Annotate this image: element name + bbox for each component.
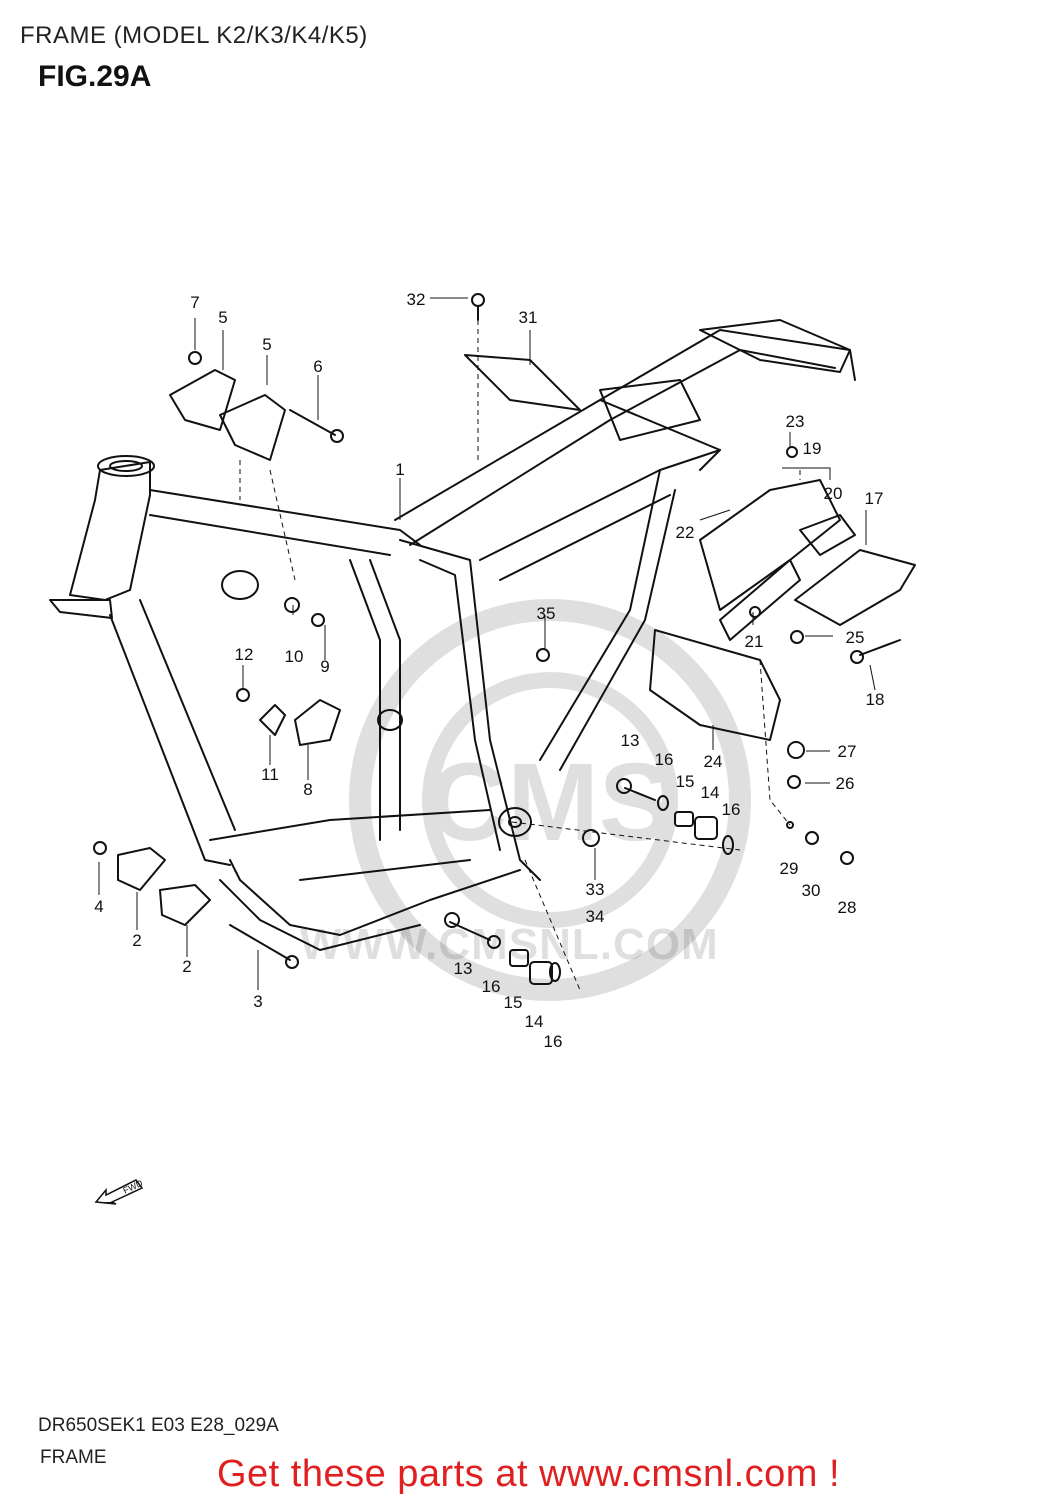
callout-label: 27 — [838, 742, 857, 761]
callout-label: 10 — [285, 647, 304, 666]
callout-label: 34 — [586, 907, 605, 926]
callout-label: 16 — [722, 800, 741, 819]
callout-label: 5 — [218, 308, 227, 327]
leader-lines — [239, 320, 801, 991]
callout-label: 4 — [94, 897, 103, 916]
callout-labels: 1 2 2 3 4 5 5 6 7 8 9 10 11 12 13 13 14 … — [94, 290, 884, 1051]
callout-label: 23 — [786, 412, 805, 431]
watermark-logo-text: CMS — [428, 741, 672, 864]
callout-label: 5 — [262, 335, 271, 354]
callout-label: 13 — [454, 959, 473, 978]
callout-label: 16 — [655, 750, 674, 769]
callout-label: 14 — [525, 1012, 544, 1031]
callout-label: 28 — [838, 898, 857, 917]
callout-label: 18 — [866, 690, 885, 709]
promo-link[interactable]: Get these parts at www.cmsnl.com ! — [216, 1453, 841, 1495]
callout-label: 22 — [676, 523, 695, 542]
callout-label: 19 — [803, 439, 822, 458]
callout-label: 26 — [836, 774, 855, 793]
callout-label: 1 — [395, 460, 404, 479]
callout-label: 7 — [190, 293, 199, 312]
callout-label: 20 — [824, 484, 843, 503]
watermark-url: WWW.CMSNL.COM — [300, 920, 719, 969]
callout-label: 2 — [182, 957, 191, 976]
callout-label: 14 — [701, 783, 720, 802]
callout-label: 25 — [846, 628, 865, 647]
callout-label: 2 — [132, 931, 141, 950]
callout-label: 15 — [504, 993, 523, 1012]
callout-label: 30 — [802, 881, 821, 900]
callout-label: 32 — [407, 290, 426, 309]
callout-label: 16 — [544, 1032, 563, 1051]
callout-label: 16 — [482, 977, 501, 996]
callout-label: 24 — [704, 752, 723, 771]
frame-drawing — [49, 293, 916, 985]
callout-label: 12 — [235, 645, 254, 664]
figure-label: FIG.29A — [38, 60, 152, 93]
callout-label: 11 — [261, 765, 279, 784]
callout-ticks — [98, 297, 876, 990]
callout-label: 21 — [745, 632, 764, 651]
section-name: FRAME — [40, 1447, 107, 1468]
fwd-arrow-icon: FWD — [94, 1178, 145, 1205]
callout-label: 9 — [320, 657, 329, 676]
callout-label: 33 — [586, 880, 605, 899]
callout-label: 35 — [537, 604, 556, 623]
callout-label: 31 — [519, 308, 538, 327]
page-title: FRAME (MODEL K2/K3/K4/K5) — [20, 22, 368, 49]
callout-label: 29 — [780, 859, 799, 878]
model-code: DR650SEK1 E03 E28_029A — [38, 1415, 279, 1436]
callout-label: 8 — [303, 780, 312, 799]
callout-label: 6 — [313, 357, 322, 376]
callout-label: 13 — [621, 731, 640, 750]
callout-label: 17 — [865, 489, 884, 508]
callout-label: 15 — [676, 772, 695, 791]
callout-label: 3 — [253, 992, 262, 1011]
